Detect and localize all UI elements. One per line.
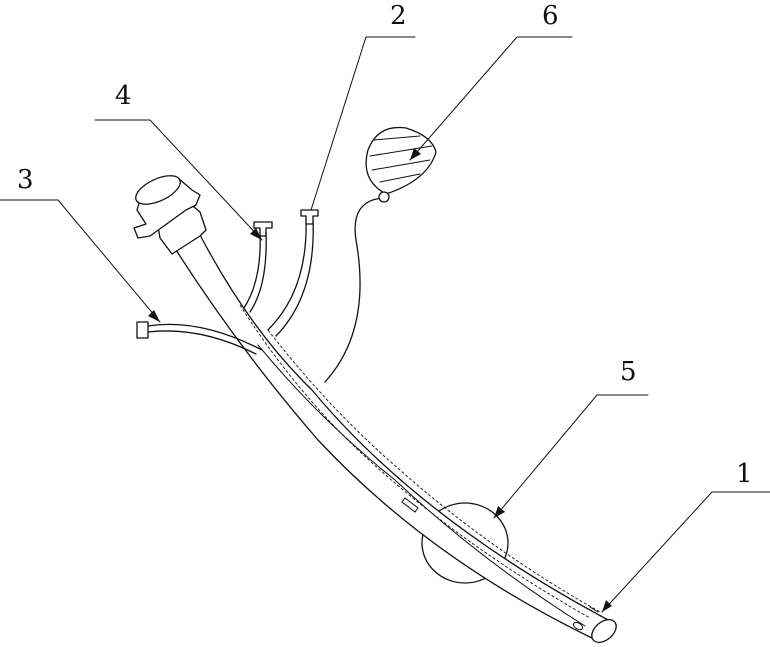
connector-2 [300, 209, 319, 225]
inner-lumen-c [257, 344, 586, 627]
leader-5-arrow [494, 506, 505, 518]
label-3: 3 [17, 165, 34, 195]
label-4: 4 [115, 81, 132, 111]
leader-3 [0, 199, 161, 323]
label-5: 5 [620, 357, 637, 387]
label-2: 2 [390, 1, 407, 31]
pilot-valve [378, 191, 390, 203]
leader-1-arrow [602, 600, 612, 612]
side-port [401, 497, 419, 513]
inner-lumen-b [267, 329, 601, 613]
branch-tube-2 [267, 219, 314, 337]
leader-1 [601, 491, 770, 613]
leader-4 [94, 119, 263, 241]
label-1: 1 [736, 459, 753, 489]
branch-tube-3 [147, 323, 263, 355]
leader-3-arrow [148, 310, 160, 322]
distal-port-a [589, 606, 599, 613]
leader-4-arrow [250, 228, 262, 240]
cuff-balloon [421, 502, 509, 584]
pilot-balloon [365, 126, 437, 195]
connector-3 [136, 321, 149, 339]
connector-opening [135, 175, 181, 205]
branch-tube-4 [243, 231, 267, 313]
leader-6 [409, 36, 573, 161]
pilot-line [324, 197, 385, 383]
distal-port-b [572, 621, 584, 631]
leader-6-arrow [410, 148, 421, 160]
leader-2 [310, 36, 416, 211]
distal-tip [591, 619, 617, 643]
pilot-balloon-hatch [369, 135, 433, 183]
main-tube [175, 234, 613, 641]
leader-5 [493, 394, 649, 519]
inner-lumen-a [239, 304, 591, 619]
label-6: 6 [542, 1, 559, 31]
